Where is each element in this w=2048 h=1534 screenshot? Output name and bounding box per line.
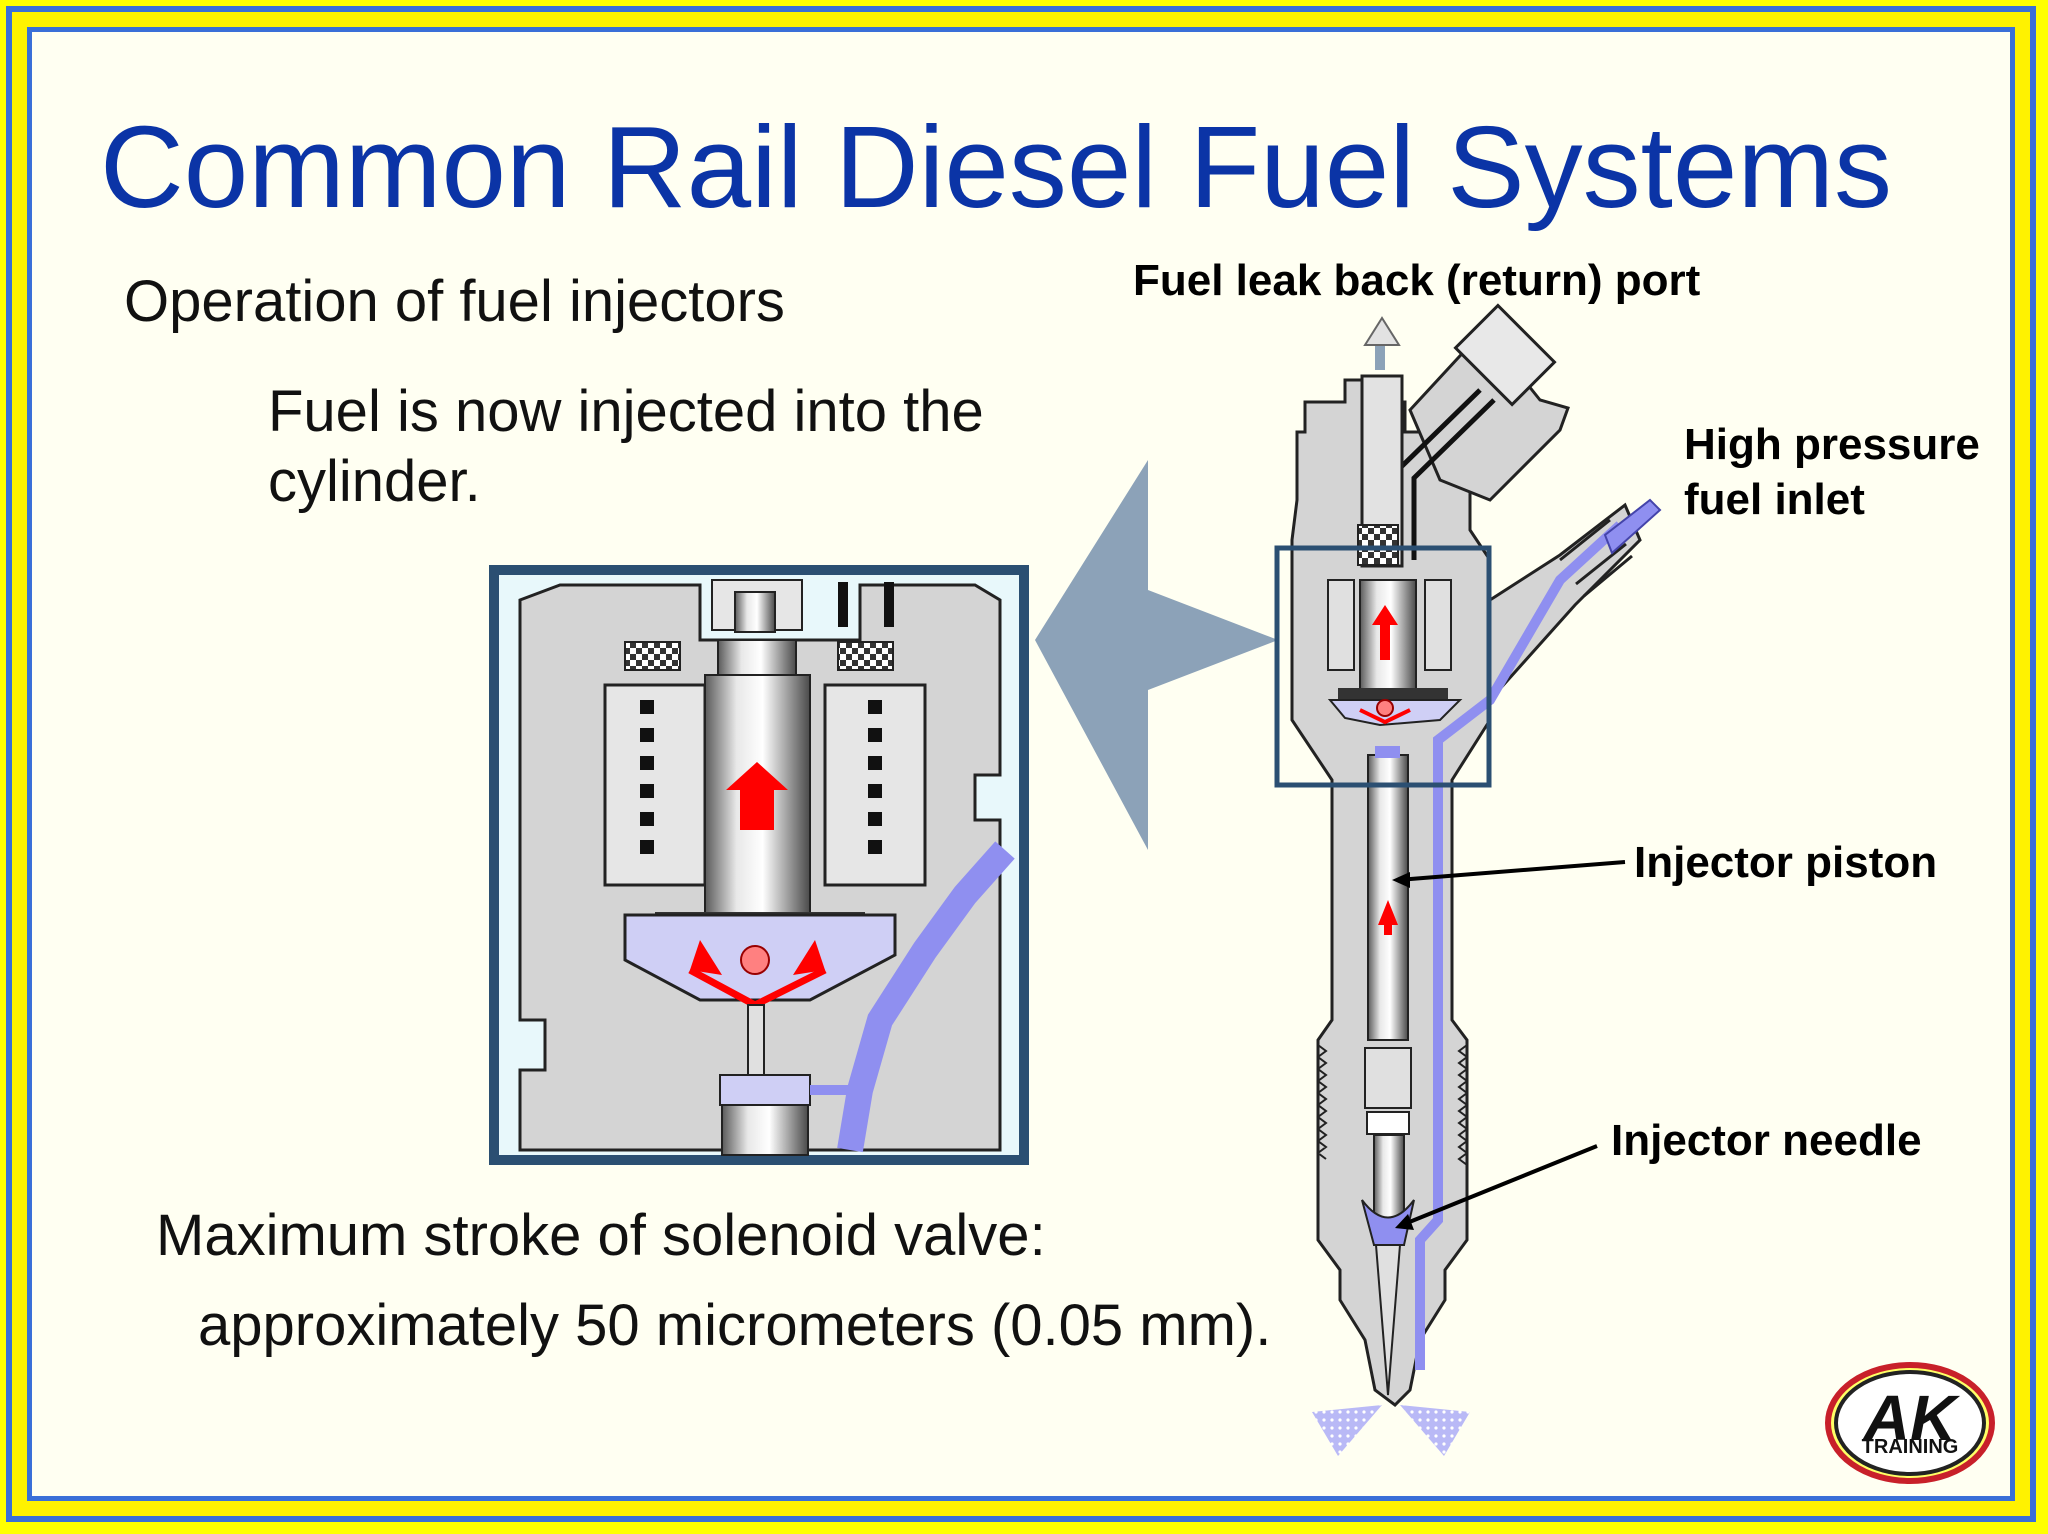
description-line-1: Fuel is now injected into the (268, 379, 984, 444)
section-heading: Operation of fuel injectors (124, 269, 785, 334)
description-line-2: cylinder. (268, 449, 481, 514)
label-high-pressure-line-1: High pressure (1684, 420, 1980, 469)
label-injector-needle: Injector needle (1611, 1116, 1922, 1165)
inlet-arrow (1603, 498, 1662, 555)
zoom-pointer-arrow (1035, 460, 1278, 850)
zoom-highlight-box (1274, 545, 1492, 788)
label-leak-back-port: Fuel leak back (return) port (1133, 256, 1701, 305)
detail-flow-arrow (726, 762, 788, 830)
logo-text: AK (1862, 1382, 1961, 1454)
stroke-line-1: Maximum stroke of solenoid valve: (156, 1203, 1046, 1268)
spray-left (1312, 1405, 1382, 1456)
label-injector-piston: Injector piston (1634, 838, 1938, 887)
injector-body (1274, 303, 1662, 1456)
piston-leader (1397, 860, 1626, 882)
stroke-line-2: approximately 50 micrometers (0.05 mm). (198, 1293, 1272, 1358)
label-high-pressure-line-2: fuel inlet (1684, 475, 1865, 524)
ak-training-logo (1825, 1362, 1995, 1484)
logo-subtext: TRAINING (1862, 1436, 1959, 1458)
spray-right (1400, 1405, 1470, 1456)
slide-title: Common Rail Diesel Fuel Systems (100, 102, 1893, 232)
leak-back-arrow (1363, 316, 1401, 346)
zoom-detail (489, 565, 1029, 1165)
needle-leader (1401, 1144, 1598, 1227)
